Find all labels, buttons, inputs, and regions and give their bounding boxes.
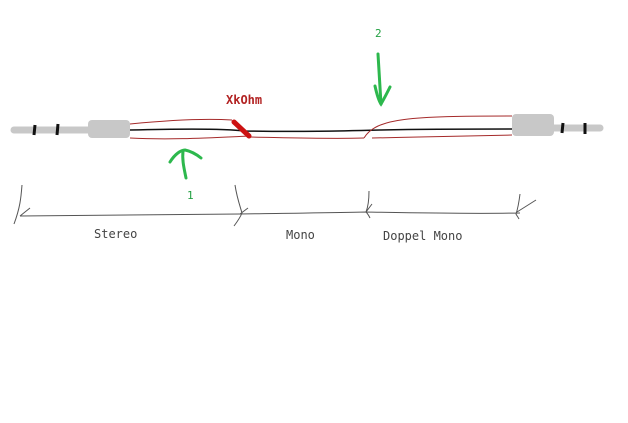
bracket-tick-mono-end — [365, 190, 373, 219]
arrow-2-label: 2 — [375, 27, 382, 40]
red-wire-doppel-top — [363, 115, 513, 139]
right-plug-ring-1 — [560, 122, 565, 134]
arrow-2-shaft — [376, 52, 383, 106]
red-wire-mono — [249, 136, 365, 139]
left-plug-ring-2 — [55, 123, 60, 136]
arrow-1-label: 1 — [187, 189, 194, 202]
bracket-baseline — [19, 211, 521, 217]
section-label-mono: Mono — [286, 228, 315, 242]
left-plug-ring-1 — [32, 124, 37, 136]
red-wire-stereo-top — [129, 118, 233, 125]
resistor-mark — [231, 119, 252, 139]
bracket-tick-start — [13, 184, 31, 225]
arrow-1 — [168, 148, 203, 180]
left-plug — [10, 120, 130, 138]
section-label-stereo: Stereo — [94, 227, 137, 241]
red-wire-doppel-bottom — [371, 134, 513, 139]
arrow-1-shaft — [181, 149, 188, 180]
bracket-tick-stereo-end — [233, 184, 249, 227]
left-plug-body — [88, 120, 130, 138]
right-plug — [512, 114, 604, 136]
red-wire-stereo-bottom — [129, 135, 251, 140]
arrow-2 — [373, 52, 392, 107]
resistor-label: XkOhm — [226, 93, 262, 107]
arrow-1-head — [168, 148, 203, 164]
arrow-2-head — [373, 84, 392, 107]
section-label-doppel-mono: Doppel Mono — [383, 229, 462, 243]
black-wire — [129, 128, 513, 133]
bracket-tick-doppel-end — [515, 193, 537, 220]
section-brackets — [13, 184, 537, 227]
right-plug-body — [512, 114, 554, 136]
